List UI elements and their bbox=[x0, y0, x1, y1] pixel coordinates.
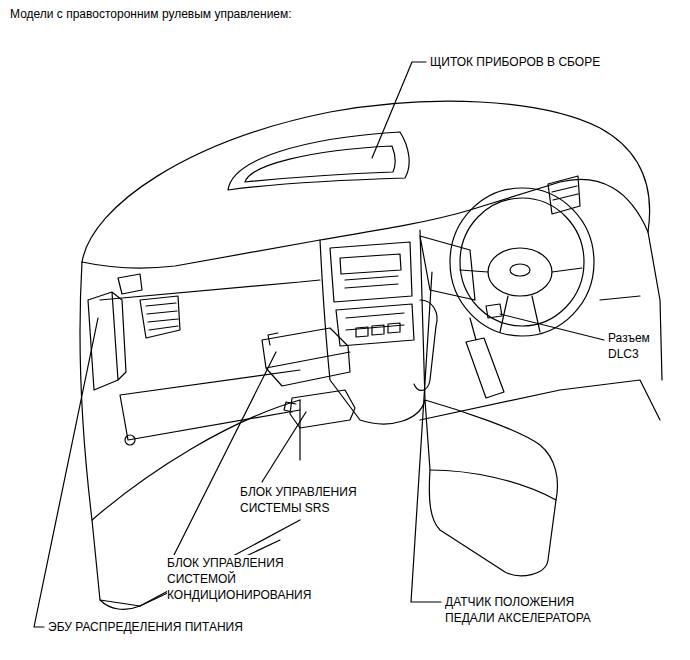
cluster-hood bbox=[228, 132, 409, 190]
leader-line bbox=[500, 314, 604, 340]
part-label: Разъем DLC3 bbox=[608, 330, 650, 362]
dashboard-front-edge bbox=[82, 179, 648, 268]
floor bbox=[140, 380, 660, 606]
steering-wheel bbox=[450, 188, 594, 336]
page-title: Модели с правосторонним рулевым управлен… bbox=[10, 6, 292, 22]
switch-row bbox=[356, 323, 400, 337]
accelerator-pedal bbox=[466, 318, 504, 398]
leader-line bbox=[372, 62, 426, 158]
part-label: ЩИТОК ПРИБОРОВ В СБОРЕ bbox=[430, 54, 600, 70]
leader-line bbox=[411, 272, 441, 602]
cluster-screen bbox=[245, 146, 395, 182]
dlc3-connector bbox=[486, 304, 502, 318]
audio-unit bbox=[330, 242, 412, 302]
corner-vent bbox=[118, 274, 142, 294]
srs-unit bbox=[284, 390, 355, 428]
spokes bbox=[460, 268, 582, 332]
leader-line bbox=[34, 318, 98, 627]
ac-unit bbox=[262, 328, 350, 386]
door-pillar bbox=[80, 262, 140, 609]
emblem bbox=[510, 264, 530, 276]
part-label: ДАТЧИК ПОЛОЖЕНИЯ ПЕДАЛИ АКСЕЛЕРАТОРА bbox=[445, 594, 607, 626]
dashboard-top bbox=[82, 101, 650, 262]
center-stack bbox=[320, 230, 425, 424]
part-label: БЛОК УПРАВЛЕНИЯ СИСТЕМОЙ КОНДИЦИОНИРОВАН… bbox=[167, 555, 305, 603]
knob bbox=[125, 435, 135, 445]
armrest-top bbox=[430, 470, 556, 500]
part-label: ЭБУ РАСПРЕДЕЛЕНИЯ ПИТАНИЯ bbox=[48, 619, 243, 635]
right-vent bbox=[548, 176, 580, 214]
dashboard-lower bbox=[100, 280, 320, 300]
steering-wheel-inner bbox=[460, 198, 584, 326]
steering-hub bbox=[488, 248, 552, 296]
part-label: БЛОК УПРАВЛЕНИЯ СИСТЕМЫ SRS bbox=[240, 484, 362, 516]
glove-box bbox=[120, 370, 300, 440]
leader-line bbox=[262, 412, 306, 482]
armrest bbox=[425, 400, 557, 576]
leader-line bbox=[174, 352, 276, 555]
left-vent bbox=[140, 296, 180, 338]
climate-panel bbox=[336, 304, 414, 346]
right-door bbox=[600, 232, 662, 380]
